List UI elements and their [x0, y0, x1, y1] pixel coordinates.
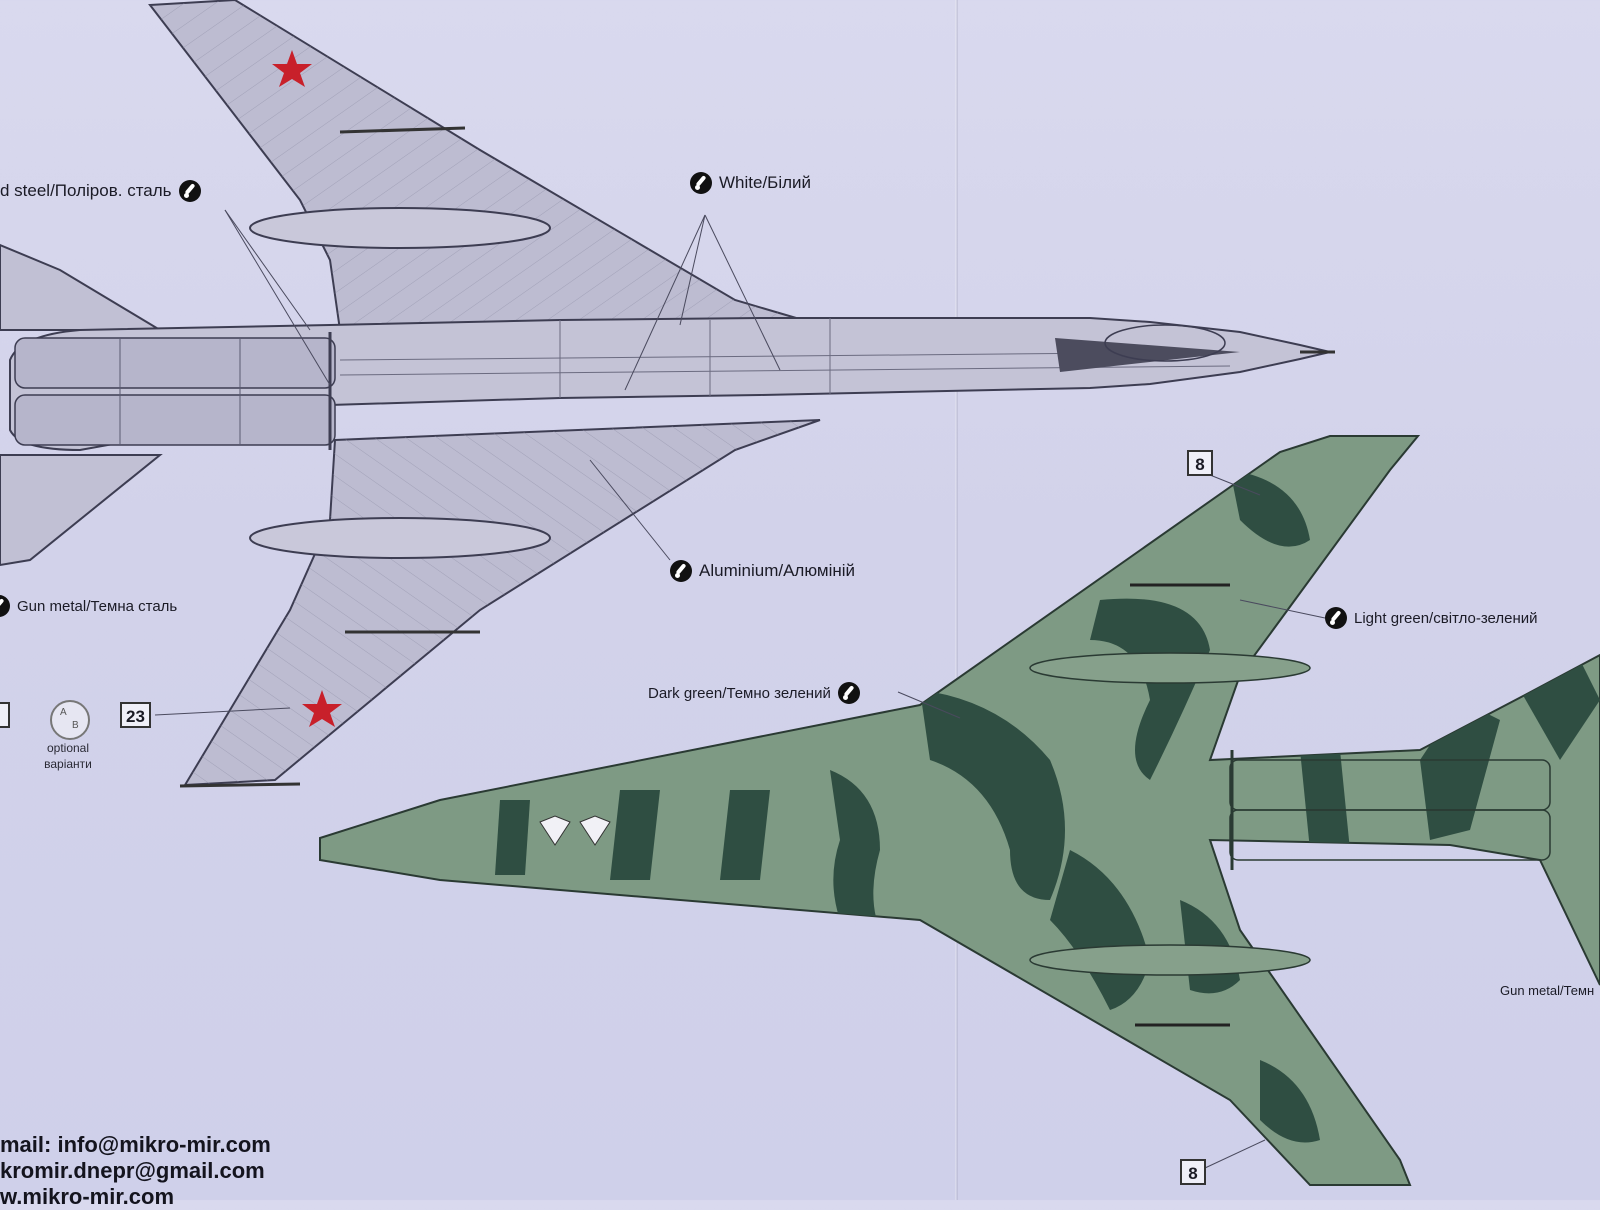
- contact-gmail: kromir.dnepr@gmail.com: [0, 1158, 265, 1183]
- paint-brush-icon: [0, 595, 10, 617]
- paint-brush-icon: [670, 560, 692, 582]
- label-light-green: Light green/світло-зелений: [1325, 607, 1538, 629]
- paint-brush-icon: [837, 682, 860, 704]
- label-white: White/Білий: [690, 172, 811, 194]
- paint-brush-icon: [178, 180, 201, 202]
- label-gun-metal-left: Gun metal/Темна сталь: [0, 595, 177, 617]
- decal-number-8-top: 8: [1187, 450, 1213, 476]
- decal-number-8-bottom: 8: [1180, 1159, 1206, 1185]
- option-caption-en: optional: [46, 741, 90, 755]
- contact-website: w.mikro-mir.com: [0, 1184, 175, 1209]
- red-star-icon: [302, 690, 342, 727]
- page-fold: [955, 0, 958, 1200]
- label-polished-steel-text: d steel/Поліров. сталь: [0, 181, 172, 200]
- red-star-icon: [272, 50, 312, 87]
- paint-brush-icon: [690, 172, 712, 194]
- label-gun-metal-left-text: Gun metal/Темна сталь: [17, 597, 178, 615]
- label-dark-green: Dark green/Темно зелений: [648, 682, 860, 704]
- paint-brush-icon: [1325, 607, 1347, 629]
- label-gun-metal-right-text: Gun metal/Темн: [1500, 983, 1595, 998]
- label-aluminium: Aluminium/Алюміній: [670, 560, 855, 582]
- optional-variants-badge: A B: [50, 700, 90, 740]
- label-dark-green-text: Dark green/Темно зелений: [648, 684, 831, 702]
- label-light-green-text: Light green/світло-зелений: [1354, 609, 1538, 627]
- decal-number-partial: [0, 702, 10, 728]
- optional-variants-caption: optional варіанти: [36, 740, 100, 772]
- label-polished-steel: d steel/Поліров. сталь: [0, 180, 201, 202]
- contact-email: mail: info@mikro-mir.com: [0, 1132, 271, 1157]
- decal-number-23: 23: [120, 702, 151, 728]
- option-a: A: [60, 707, 67, 718]
- option-b: B: [72, 720, 79, 731]
- option-caption-ua: варіанти: [44, 757, 92, 771]
- label-gun-metal-right: Gun metal/Темн: [1500, 983, 1594, 998]
- label-white-text: White/Білий: [719, 173, 812, 192]
- label-aluminium-text: Aluminium/Алюміній: [699, 561, 856, 580]
